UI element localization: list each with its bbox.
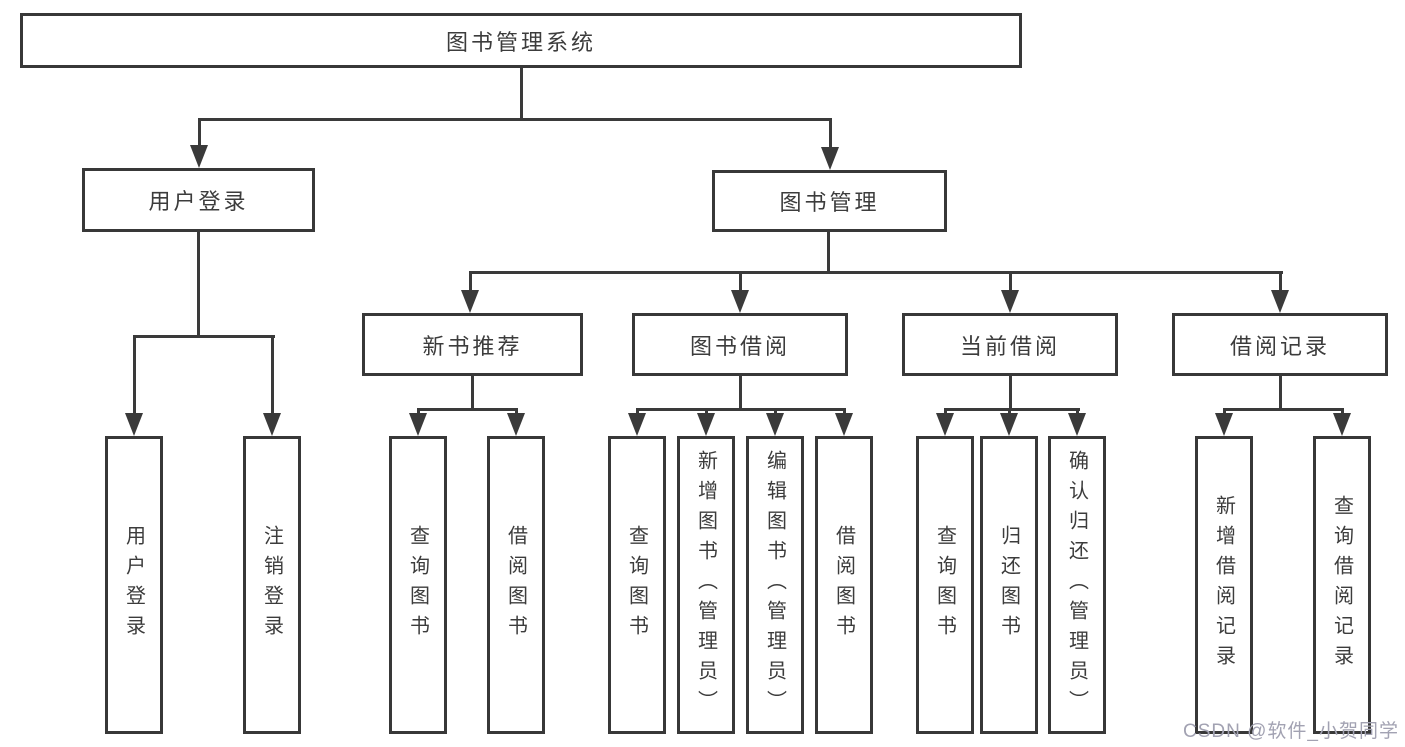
node-root: 图书管理系统	[20, 13, 1022, 68]
arrowhead-leaf-user-login	[125, 413, 143, 436]
leaf-bb-edit-book: 编辑图书（管理员）	[746, 436, 804, 734]
connector-nb-drop-1	[417, 408, 420, 416]
node-borrow-record-label: 借阅记录	[1229, 333, 1330, 359]
connector-bookmgmt-drop-2	[739, 271, 742, 293]
leaf-user-login-label: 用户登录	[122, 525, 145, 645]
arrowhead-book-mgmt	[821, 147, 839, 170]
node-current-borrow-label: 当前借阅	[959, 333, 1060, 359]
leaf-br-add-record: 新增借阅记录	[1195, 436, 1253, 734]
connector-bb-crossbar	[636, 408, 846, 411]
connector-cb-drop-3	[1076, 408, 1079, 416]
arrowhead-borrow-record	[1271, 290, 1289, 313]
node-borrow-record: 借阅记录	[1172, 313, 1388, 376]
arrowhead-bb-edit	[766, 413, 784, 436]
connector-userlogin-drop-1	[133, 335, 136, 415]
leaf-logout-label: 注销登录	[260, 525, 283, 645]
node-book-mgmt-label: 图书管理	[779, 190, 880, 215]
leaf-cb-query-book-label: 查询图书	[933, 525, 956, 645]
connector-br-drop-2	[1341, 408, 1344, 416]
arrowhead-nb-borrow	[507, 413, 525, 436]
connector-bookmgmt-drop-3	[1009, 271, 1012, 293]
connector-bb-drop-1	[636, 408, 639, 416]
arrowhead-user-login	[190, 145, 208, 168]
arrowhead-bb-query	[628, 413, 646, 436]
arrowhead-book-borrow	[731, 290, 749, 313]
leaf-nb-query-book-label: 查询图书	[406, 525, 429, 645]
node-user-login: 用户登录	[82, 168, 315, 232]
leaf-nb-borrow-book: 借阅图书	[487, 436, 545, 734]
leaf-cb-query-book: 查询图书	[916, 436, 974, 734]
leaf-br-add-record-label: 新增借阅记录	[1212, 495, 1235, 675]
connector-root-stem	[520, 68, 523, 120]
arrowhead-bb-add	[697, 413, 715, 436]
leaf-br-query-record-label: 查询借阅记录	[1330, 495, 1353, 675]
connector-bb-drop-2	[705, 408, 708, 416]
leaf-bb-edit-book-label: 编辑图书（管理员）	[763, 450, 786, 720]
arrowhead-cb-confirm	[1068, 413, 1086, 436]
leaf-cb-confirm-return: 确认归还（管理员）	[1048, 436, 1106, 734]
leaf-cb-return-book-label: 归还图书	[997, 525, 1020, 645]
connector-root-drop-right	[829, 118, 832, 150]
node-new-book-recommend-label: 新书推荐	[422, 333, 523, 359]
node-book-borrow: 图书借阅	[632, 313, 848, 376]
node-new-book-recommend: 新书推荐	[362, 313, 583, 376]
connector-br-crossbar	[1223, 408, 1344, 411]
connector-userlogin-stem	[197, 230, 200, 337]
arrowhead-leaf-logout	[263, 413, 281, 436]
connector-cb-drop-2	[1008, 408, 1011, 416]
connector-root-drop-left	[198, 118, 201, 148]
connector-bb-stem	[739, 374, 742, 410]
leaf-bb-add-book-label: 新增图书（管理员）	[694, 450, 717, 720]
connector-root-crossbar	[198, 118, 832, 121]
arrowhead-br-query	[1333, 413, 1351, 436]
arrowhead-cb-return	[1000, 413, 1018, 436]
arrowhead-nb-query	[409, 413, 427, 436]
node-root-label: 图书管理系统	[445, 29, 596, 55]
node-current-borrow: 当前借阅	[902, 313, 1118, 376]
leaf-cb-confirm-return-label: 确认归还（管理员）	[1065, 450, 1088, 720]
csdn-watermark: CSDN @软件_小贺同学	[1183, 721, 1399, 742]
connector-bookmgmt-drop-4	[1279, 271, 1282, 293]
arrowhead-current-borrow	[1001, 290, 1019, 313]
connector-cb-drop-1	[944, 408, 947, 416]
arrowhead-new-book-recommend	[461, 290, 479, 313]
connector-bb-drop-3	[774, 408, 777, 416]
connector-nb-drop-2	[515, 408, 518, 416]
leaf-br-query-record: 查询借阅记录	[1313, 436, 1371, 734]
node-book-mgmt: 图书管理	[712, 170, 947, 232]
connector-cb-stem	[1009, 374, 1012, 410]
connector-userlogin-crossbar	[133, 335, 275, 338]
arrowhead-cb-query	[936, 413, 954, 436]
connector-bookmgmt-crossbar	[469, 271, 1283, 274]
connector-bookmgmt-stem	[827, 230, 830, 273]
connector-nb-crossbar	[417, 408, 518, 411]
connector-br-drop-1	[1223, 408, 1226, 416]
leaf-nb-borrow-book-label: 借阅图书	[504, 525, 527, 645]
leaf-bb-query-book-label: 查询图书	[625, 525, 648, 645]
connector-bb-drop-4	[843, 408, 846, 416]
connector-userlogin-drop-2	[271, 335, 274, 415]
leaf-bb-add-book: 新增图书（管理员）	[677, 436, 735, 734]
arrowhead-br-add	[1215, 413, 1233, 436]
leaf-cb-return-book: 归还图书	[980, 436, 1038, 734]
leaf-bb-query-book: 查询图书	[608, 436, 666, 734]
leaf-nb-query-book: 查询图书	[389, 436, 447, 734]
arrowhead-bb-borrow	[835, 413, 853, 436]
node-book-borrow-label: 图书借阅	[689, 333, 790, 359]
leaf-logout: 注销登录	[243, 436, 301, 734]
node-user-login-label: 用户登录	[148, 189, 249, 214]
leaf-bb-borrow-book: 借阅图书	[815, 436, 873, 734]
connector-cb-crossbar	[944, 408, 1080, 411]
connector-br-stem	[1279, 374, 1282, 410]
connector-bookmgmt-drop-1	[469, 271, 472, 293]
leaf-bb-borrow-book-label: 借阅图书	[832, 525, 855, 645]
connector-nb-stem	[471, 374, 474, 410]
leaf-user-login: 用户登录	[105, 436, 163, 734]
